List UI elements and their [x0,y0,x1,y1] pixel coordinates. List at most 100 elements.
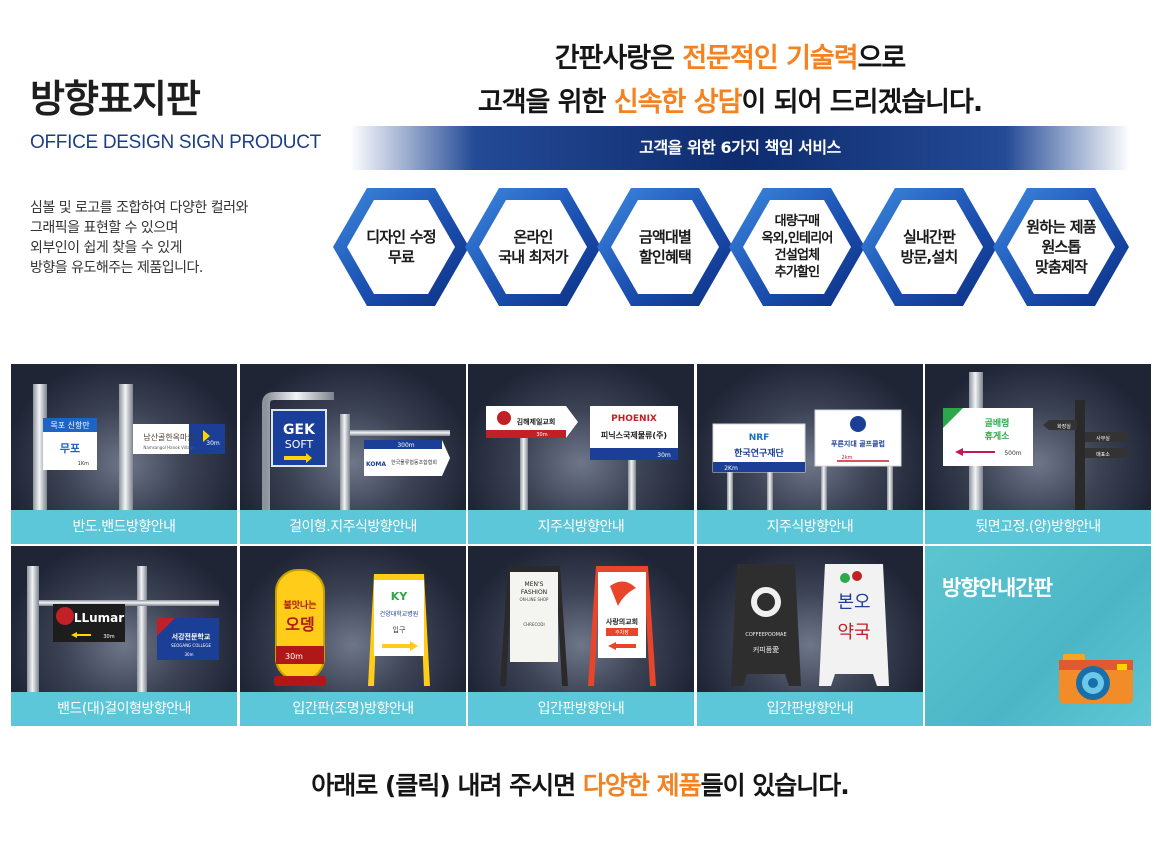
service-banner: 고객을 위한 6가지 책임 서비스 [350,126,1130,170]
product-card[interactable]: 목포 신항만 무포 1Km 남산골한옥마을 Namsangol Hanok Vi… [11,364,237,544]
service-hex-bulk: 대량구매 옥외,인테리어 건설업체 추가할인 [727,186,867,308]
product-image: 골배령 휴게소 500m 화장실 사무실 매표소 [943,372,1131,510]
service-hex-custom: 원하는 제품 원스톱 맞춤제작 [991,186,1131,308]
sign-text: 사무실 [1096,435,1110,442]
hex-label: 대량구매 옥외,인테리어 건설업체 추가할인 [751,208,843,286]
hex-line: 원하는 제품 [1026,218,1096,236]
product-image: 불맛나는 오뎅 30m KY 건양대학교병원 입구 [274,569,430,686]
sign-text: 30m [103,634,114,640]
sign-text: 불맛나는 [283,599,316,611]
product-image: GEK SOFT 300m KOMA 한국물류협동조합협회 [262,392,450,510]
product-card[interactable]: GEK SOFT 300m KOMA 한국물류협동조합협회 걸이형.지주식방향안… [240,364,466,544]
product-card[interactable]: LLumar 30m 서강전문학교 SEOGANG COLLEGE 30m 밴드… [11,546,237,726]
sign-text: KY [391,590,409,603]
sign-text: Namsangol Hanok Village [143,445,195,450]
service-hex-design: 디자인 수정 무료 [331,186,471,308]
sign-text: 서강전문학교 [172,632,211,641]
hex-label: 원하는 제품 원스톱 맞춤제작 [1015,208,1107,286]
headline-text: 간판사랑은 [554,43,683,74]
hex-line: 국내 최저가 [498,248,568,266]
product-label: 입간판(조명)방향안내 [240,692,466,726]
page-subtitle: OFFICE DESIGN SIGN PRODUCT [30,132,321,153]
hex-line: 실내간판 [902,228,956,246]
sign-text: 남산골한옥마을 [143,432,195,442]
sign-text: NRF [749,433,770,443]
sign-text: 한국연구재단 [734,447,784,459]
sign-text: FASHION [521,589,547,596]
sign-text: COFFEEPOOMAE [745,632,786,638]
sign-text: 골배령 [985,417,1010,429]
product-image: NRF 한국연구재단 2Km 푸른지대 골프클럽 2km [712,409,902,510]
product-label: 지주식방향안내 [468,510,694,544]
sign-text: GEK [283,422,316,438]
footer-highlight: 다양한 제품 [582,771,702,800]
sign-text: 사랑의교회 [606,617,638,626]
brand-description: 심볼 및 로고를 조합하여 다양한 컬러와 그래픽을 표현할 수 있으며 외부인… [30,198,310,278]
hex-line: 무료 [387,248,415,266]
sign-text: PHOENIX [611,414,657,424]
sign-text: 김해제일교회 [517,417,556,426]
product-card[interactable]: MEN'S FASHION ON-LINE SHOP CHRECODI 사랑의교… [468,546,694,726]
headline-line-1: 간판사랑은 전문적인 기술력으로 [400,36,1060,75]
promo-tile[interactable]: 방향안내간판 [925,546,1151,726]
sign-text: 푸른지대 골프클럽 [831,439,885,448]
product-card[interactable]: 김해제일교회 30m PHOENIX 피닉스국제물류(주) 30m 지주식방향안… [468,364,694,544]
sign-text: 2km [842,455,853,461]
sign-text: 300m [397,442,414,449]
hexagon-shape [597,188,733,306]
product-card[interactable]: COFFEEPOOMAE 커피품愛 본오 약국 입간판방향안내 [697,546,923,726]
sign-text: 오뎅 [285,615,314,634]
page-title: 방향표지판 [30,77,201,121]
service-banner-label: 고객을 위한 6가지 책임 서비스 [639,138,841,157]
hex-line: 건설업체 [774,248,820,263]
headline-line-2: 고객을 위한 신속한 상담이 되어 드리겠습니다. [400,80,1060,119]
camera-icon [1059,654,1133,704]
product-card[interactable]: 골배령 휴게소 500m 화장실 사무실 매표소 뒷면고정.(양)방향안내 [925,364,1151,544]
sign-text: 피닉스국제물류(주) [601,430,667,440]
hexagon-shape [861,188,997,306]
sign-text: 커피품愛 [753,645,779,654]
hexagon-shape [993,188,1129,306]
hex-line: 추가할인 [774,265,820,280]
sign-text: 입구 [393,626,406,634]
product-card[interactable]: NRF 한국연구재단 2Km 푸른지대 골프클럽 2km 지주식방향안내 [697,364,923,544]
product-label: 입간판방향안내 [468,692,694,726]
hex-line: 금액대별 [638,228,692,246]
headline-text: 이 되어 드리겠습니다. [741,87,983,118]
sign-text: 1Km [78,461,89,467]
sign-text: 휴게소 [985,430,1011,442]
product-card[interactable]: 불맛나는 오뎅 30m KY 건양대학교병원 입구 입간판(조명)방향안내 [240,546,466,726]
hex-line: 맞춤제작 [1034,258,1088,276]
product-label: 지주식방향안내 [697,510,923,544]
hex-line: 온라인 [513,228,553,246]
product-label: 반도.밴드방향안내 [11,510,237,544]
sign-text: 화장실 [1057,423,1071,430]
description-line: 방향을 유도해주는 제품입니다. [30,260,203,276]
hex-line: 대량구매 [774,214,820,229]
sign-text: KOMA [366,461,386,468]
sign-text: 본오 [837,592,870,613]
headline-text: 으로 [857,43,907,74]
hexagon-shape [333,188,469,306]
headline-text: 고객을 위한 [477,87,614,118]
sign-text: 주차장 [615,629,629,636]
hex-label: 디자인 수정 무료 [355,208,447,286]
sign-text: 매표소 [1096,451,1110,458]
product-image: MEN'S FASHION ON-LINE SHOP CHRECODI 사랑의교… [500,566,656,686]
sign-text: CHRECODI [523,622,544,627]
hex-line: 할인혜택 [638,248,692,266]
sign-text: 약국 [837,622,870,643]
sign-text: 500m [1004,450,1021,457]
sign-text: 30m [185,652,194,657]
product-label: 입간판방향안내 [697,692,923,726]
hexagon-shape [729,188,865,306]
hex-line: 원스톱 [1041,238,1081,256]
description-line: 그래픽을 표현할 수 있으며 [30,220,179,236]
footer-message[interactable]: 아래로 (클릭) 내려 주시면 다양한 제품들이 있습니다. [0,766,1160,802]
sign-text: 목포 신항만 [50,421,90,430]
description-line: 외부인이 쉽게 찾을 수 있게 [30,240,182,256]
sign-text: 2Km [724,465,738,472]
sign-text: 무포 [60,442,80,455]
product-label: 밴드(대)걸이형방향안내 [11,692,237,726]
sign-text: 30m [657,452,671,459]
